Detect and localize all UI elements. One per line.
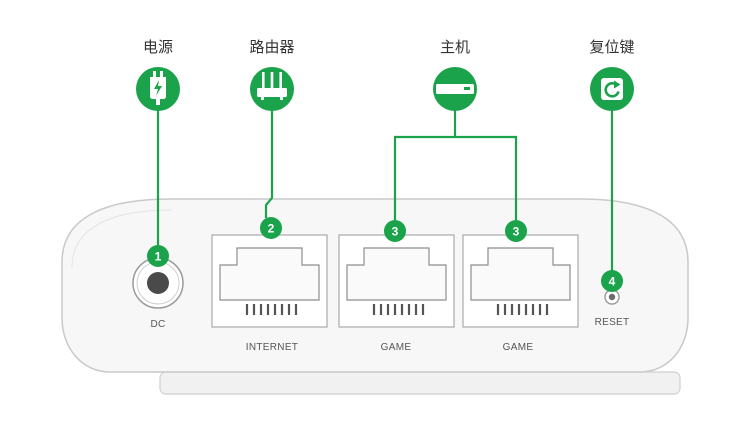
router-antenna-icon bbox=[250, 67, 294, 111]
internet-port-label: INTERNET bbox=[246, 342, 298, 353]
reset-key-label: 复位键 bbox=[589, 38, 634, 56]
badge-3b: 3 bbox=[505, 220, 527, 242]
console-connector-split bbox=[393, 135, 518, 220]
router-connector-line bbox=[264, 110, 274, 218]
game-port-1 bbox=[338, 234, 455, 328]
router-label: 路由器 bbox=[249, 39, 294, 56]
badge-3a: 3 bbox=[384, 220, 406, 242]
badge-3a-number: 3 bbox=[392, 225, 399, 239]
game-console-icon bbox=[433, 67, 477, 111]
power-label: 电源 bbox=[143, 39, 173, 56]
game-port-2 bbox=[462, 234, 579, 328]
game-port-2-label: GAME bbox=[503, 342, 534, 353]
internet-port bbox=[211, 234, 328, 328]
plug-charging-icon bbox=[136, 67, 180, 111]
badge-1-number: 1 bbox=[155, 250, 162, 264]
reset-port-label: RESET bbox=[595, 317, 630, 328]
reset-pinhole bbox=[604, 289, 620, 305]
dc-port bbox=[132, 257, 184, 309]
badge-3b-number: 3 bbox=[513, 225, 520, 239]
console-label: 主机 bbox=[440, 39, 470, 56]
refresh-icon bbox=[590, 67, 634, 111]
badge-2-number: 2 bbox=[268, 222, 275, 236]
connector-lines bbox=[156, 110, 614, 272]
badge-1: 1 bbox=[147, 245, 169, 267]
badge-4: 4 bbox=[601, 270, 623, 292]
badge-2: 2 bbox=[260, 217, 282, 239]
badge-4-number: 4 bbox=[609, 275, 616, 289]
dc-port-label: DC bbox=[150, 319, 165, 330]
game-port-1-label: GAME bbox=[381, 342, 412, 353]
